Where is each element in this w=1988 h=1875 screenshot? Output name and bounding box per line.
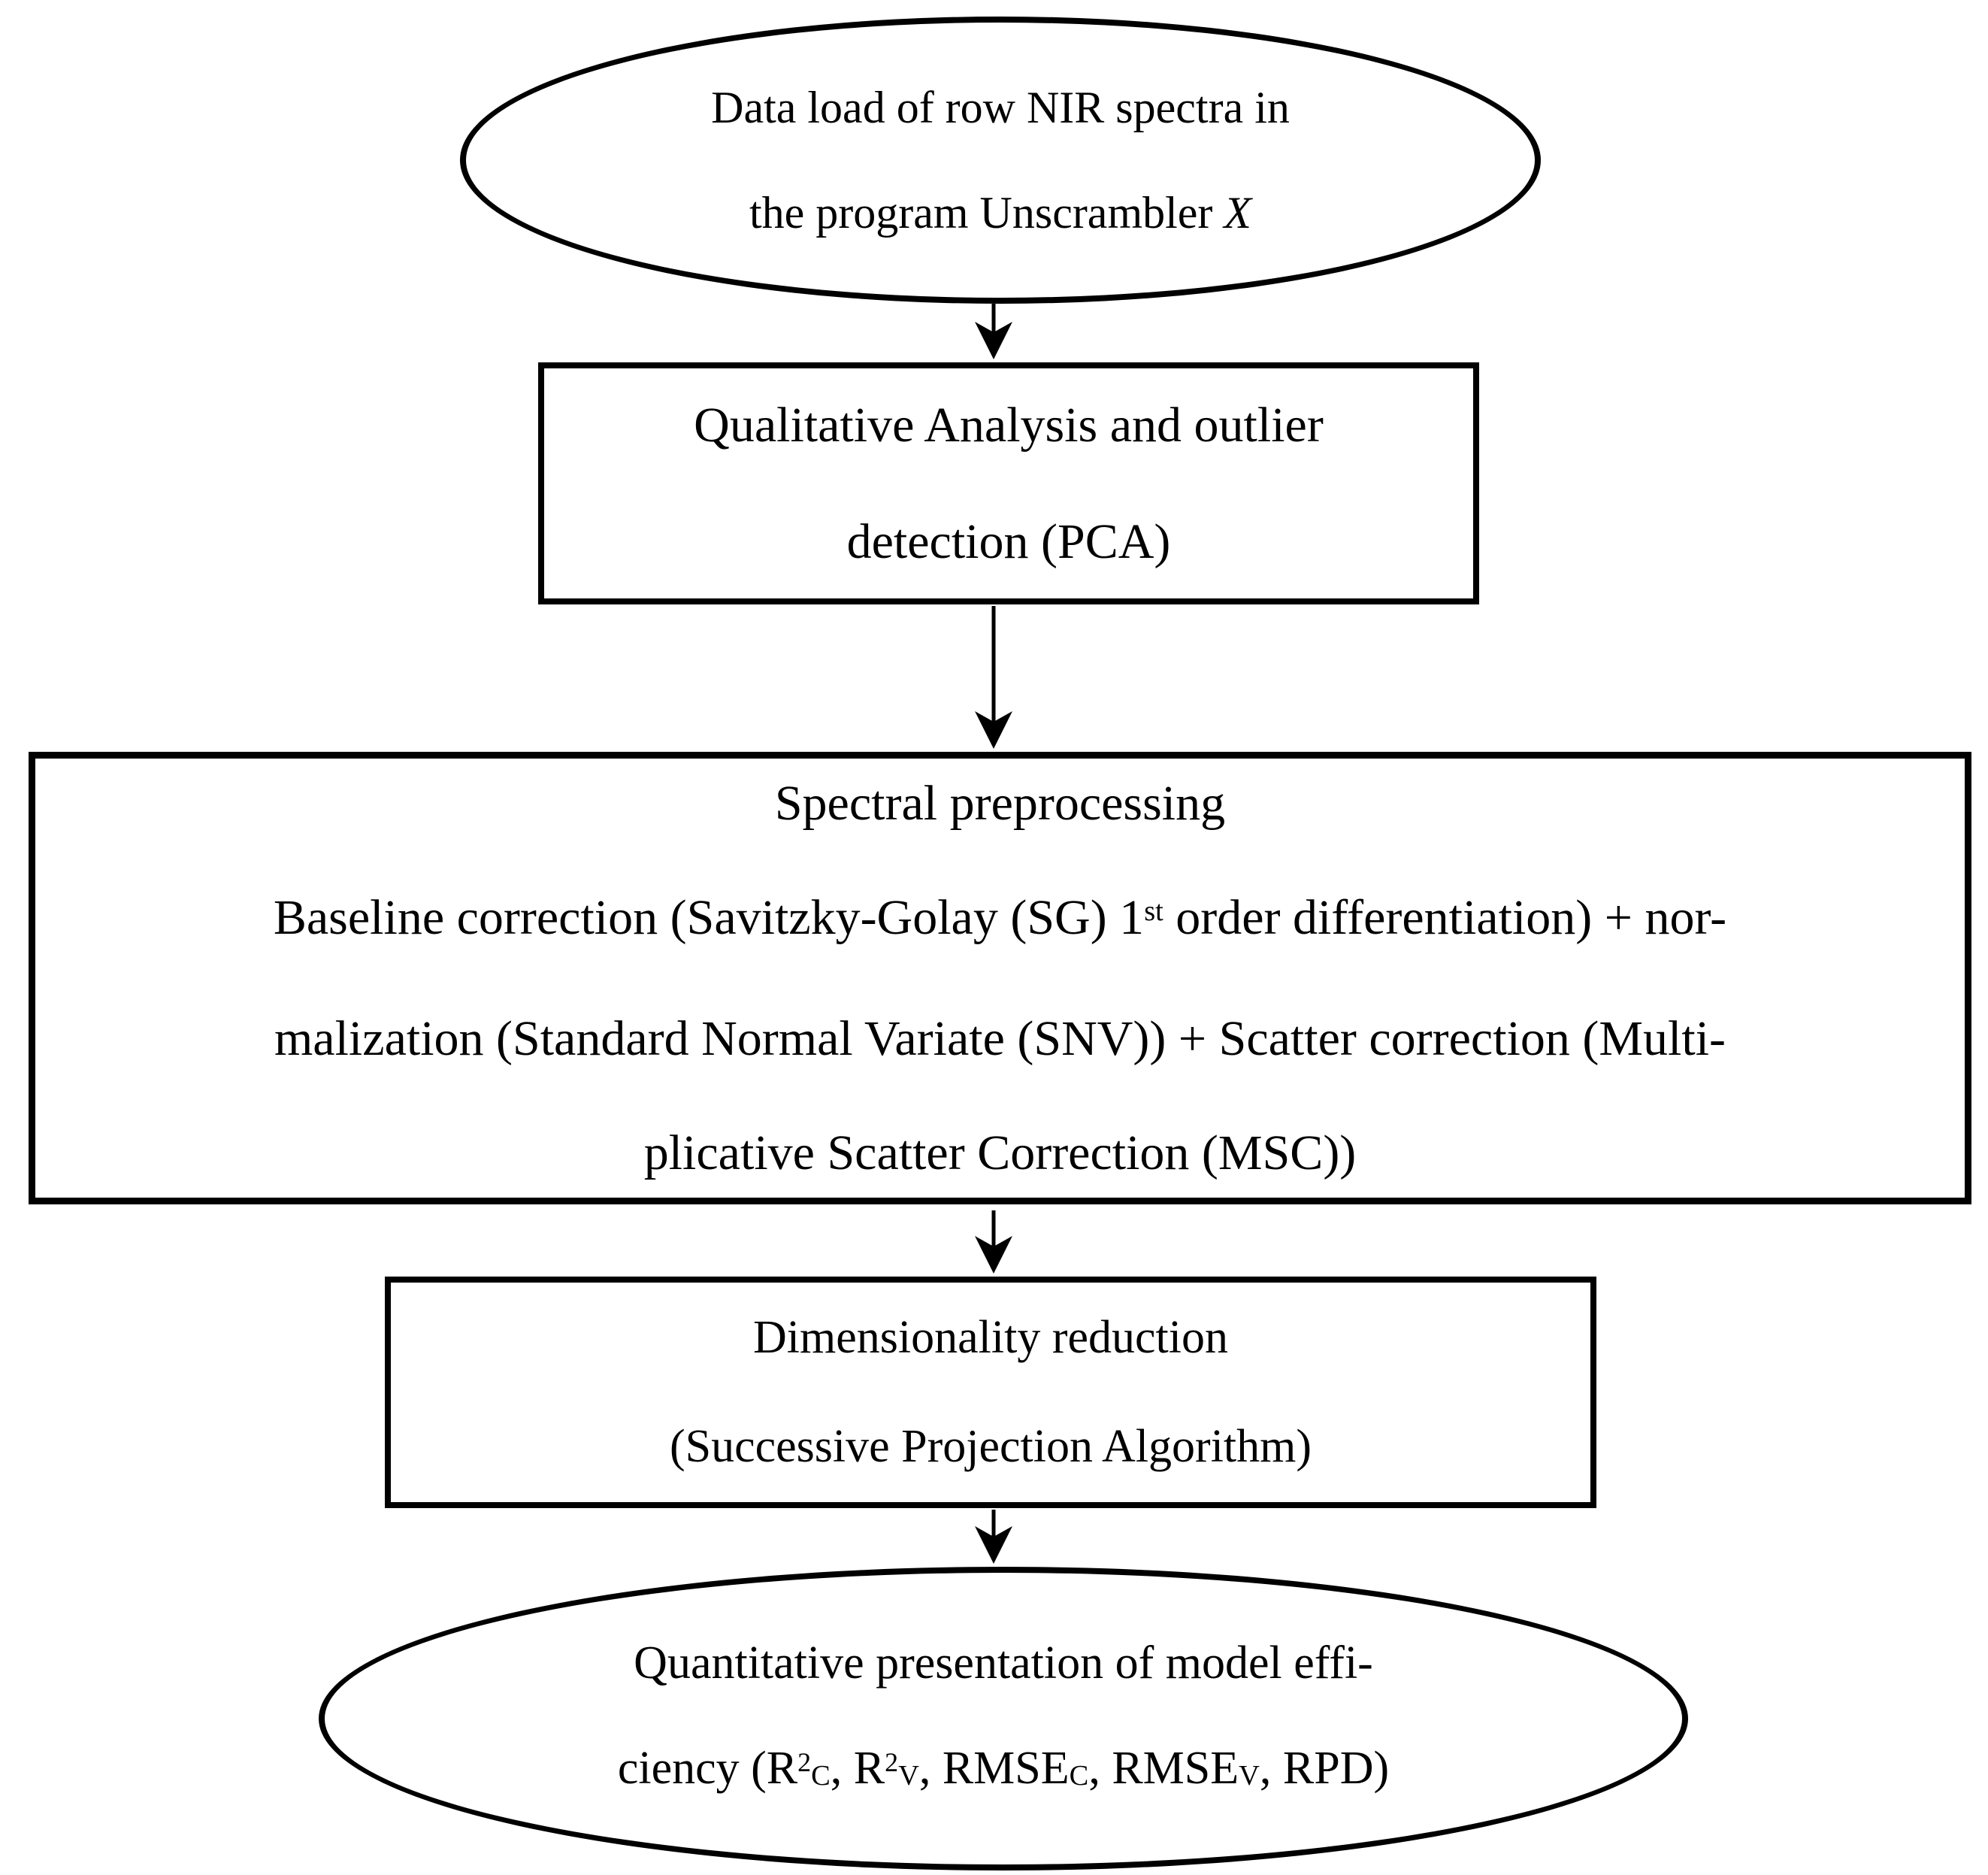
node-text-line: Dimensionality reduction [753,1312,1228,1363]
node-text-line: Qualitative Analysis and outlier [694,398,1324,453]
arrow-down-icon [975,1210,1012,1274]
arrow-down-icon [975,304,1012,359]
node-text-line: the program Unscrambler X [749,188,1252,238]
node-rect-dimensionality-reduction: Dimensionality reduction (Successive Pro… [385,1277,1596,1508]
node-text-line: plicative Scatter Correction (MSC)) [643,1125,1357,1180]
arrow-down-icon [975,606,1012,749]
node-text-line: malization (Standard Normal Variate (SNV… [274,1010,1726,1066]
node-text-line: ciency (R2C, R2V, RMSEC, RMSEV, RPD) [617,1743,1390,1794]
node-text-line: Spectral preprocessing [774,775,1226,831]
node-rect-spectral-preprocessing: Spectral preprocessing Baseline correcti… [29,752,1971,1204]
node-text-line: (Successive Projection Algorithm) [669,1421,1312,1472]
node-text-line: Baseline correction (Savitzky-Golay (SG)… [273,889,1727,945]
node-text-line: detection (PCA) [846,514,1171,569]
node-text-line: Quantitative presentation of model effi- [634,1637,1373,1689]
node-text-line: Data load of row NIR spectra in [711,83,1290,132]
node-rect-qualitative-analysis: Qualitative Analysis and outlier detecti… [538,362,1479,604]
arrow-down-icon [975,1510,1012,1564]
node-ellipse-data-load: Data load of row NIR spectra in the prog… [460,17,1541,304]
node-ellipse-quantitative-presentation: Quantitative presentation of model effi-… [319,1567,1688,1870]
